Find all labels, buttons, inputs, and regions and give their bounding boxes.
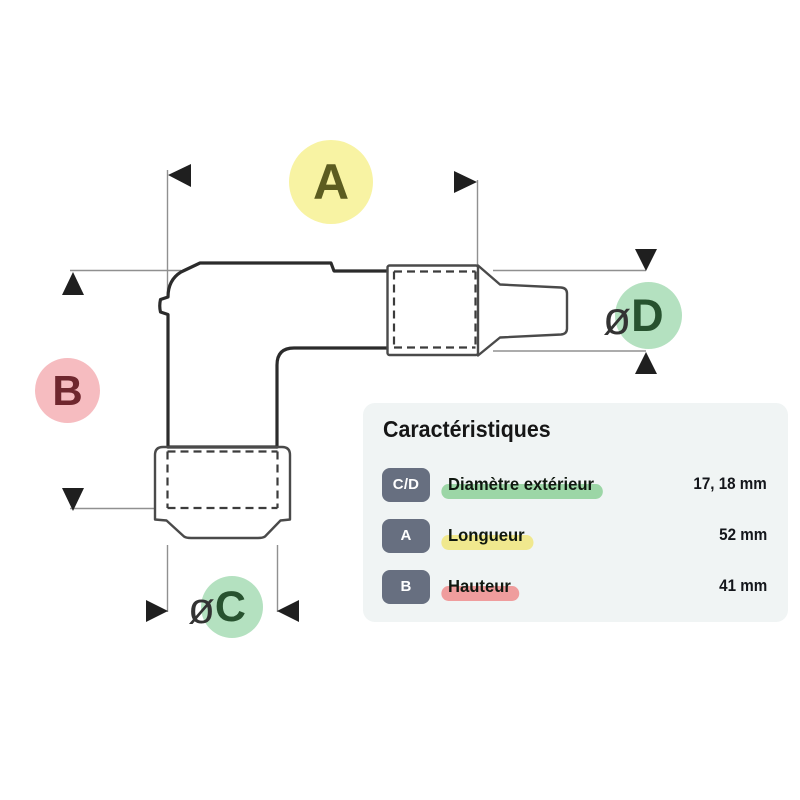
spec-row-height: B Hauteur 41 mm bbox=[382, 569, 767, 604]
dimension-arrowheads bbox=[62, 164, 657, 622]
dimension-b-circle bbox=[35, 358, 100, 423]
extension-lines bbox=[70, 170, 646, 612]
dimension-d-circle bbox=[615, 282, 682, 349]
spec-value-length: 52 mm bbox=[718, 526, 767, 544]
dimension-c-letter: C bbox=[214, 582, 246, 631]
panel-title: Caractéristiques bbox=[383, 416, 551, 442]
diameter-symbol: ø bbox=[188, 584, 215, 633]
spec-row-outer-diameter: C/D Diamètre extérieur 17, 18 mm bbox=[382, 467, 767, 502]
arrow-a-left bbox=[168, 164, 191, 187]
arrow-b-top bbox=[62, 272, 84, 295]
arrow-c-right bbox=[277, 600, 299, 622]
dimension-a-circle bbox=[289, 140, 373, 224]
spec-row-length: A Longueur 52 mm bbox=[382, 518, 767, 553]
dimension-d-label: ø D bbox=[603, 282, 664, 349]
arrow-a-right bbox=[454, 171, 477, 193]
spec-value-outer-diameter: 17, 18 mm bbox=[693, 475, 767, 493]
dimension-b-label: B bbox=[52, 366, 83, 414]
spec-badge-b: B bbox=[382, 569, 430, 604]
dimension-c-label: ø C bbox=[188, 576, 246, 638]
arrow-b-bottom bbox=[62, 488, 84, 511]
spec-label-outer-diameter: Diamètre extérieur bbox=[441, 474, 603, 499]
label-highlight bbox=[441, 535, 534, 550]
hidden-edges-dashed bbox=[166, 270, 477, 510]
spec-label-height: Hauteur bbox=[441, 576, 520, 601]
spec-badge-cd: C/D bbox=[382, 467, 430, 502]
arrow-c-left bbox=[146, 600, 168, 622]
plug-boot bbox=[153, 445, 292, 540]
dimension-a-label: A bbox=[312, 154, 350, 210]
arrow-d-top bbox=[635, 249, 657, 271]
characteristics-panel: Caractéristiques C/D Diamètre extérieur … bbox=[363, 403, 788, 622]
label-highlight bbox=[441, 484, 603, 499]
dimension-d-letter: D bbox=[631, 290, 664, 341]
spec-badge-a: A bbox=[382, 518, 430, 553]
arrow-d-bottom bbox=[635, 352, 657, 374]
terminal-nose bbox=[476, 264, 569, 357]
diameter-symbol: ø bbox=[603, 291, 632, 344]
spec-label-length: Longueur bbox=[441, 525, 534, 550]
label-highlight bbox=[441, 586, 520, 601]
dimension-c-circle bbox=[201, 576, 263, 638]
terminal-cylinder bbox=[386, 264, 480, 357]
spec-value-height: 41 mm bbox=[718, 577, 767, 595]
cap-elbow-body-outline bbox=[158, 261, 389, 449]
terminal-and-boot-outline bbox=[153, 264, 569, 540]
